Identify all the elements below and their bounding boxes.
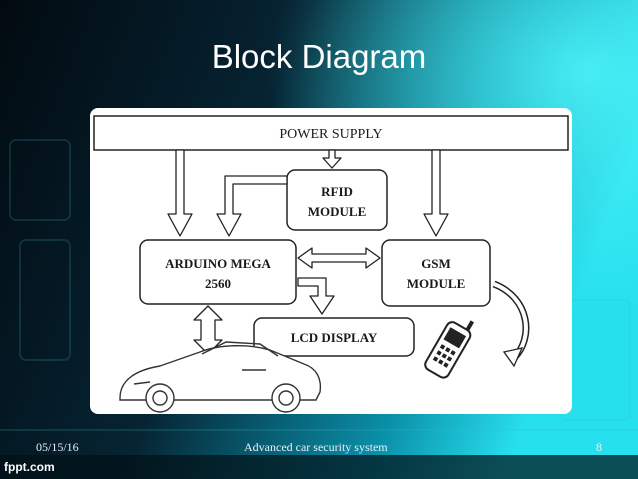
gsm-label-line1: GSM: [421, 256, 451, 271]
gsm-module-box: [381, 239, 491, 307]
brand-logo: fppt.com: [4, 460, 55, 474]
block-diagram: POWER SUPPLY RFID MODULE ARDUINO MEGA 25…: [93, 115, 569, 413]
phone-icon: [424, 320, 475, 379]
lcd-label: LCD DISPLAY: [291, 330, 378, 345]
arrow-arduino-gsm: [297, 247, 381, 269]
arrow-rfid-to-arduino: [216, 175, 288, 237]
rfid-label-line2: MODULE: [308, 204, 367, 219]
gsm-label-line2: MODULE: [407, 276, 466, 291]
lcd-display-box: [253, 317, 415, 357]
arrow-arduino-to-lcd: [297, 277, 335, 315]
rfid-module-box: [286, 169, 388, 231]
diagram-panel: POWER SUPPLY RFID MODULE ARDUINO MEGA 25…: [90, 108, 572, 414]
arduino-label-line2: 2560: [205, 276, 231, 291]
car-illustration: [119, 341, 322, 413]
arduino-label-line1: ARDUINO MEGA: [165, 256, 271, 271]
slide-title: Block Diagram: [211, 38, 427, 75]
arduino-box: [139, 239, 297, 305]
arrow-power-to-gsm: [423, 149, 449, 237]
footer-date: 05/15/16: [36, 440, 79, 454]
arrow-power-to-rfid: [322, 149, 342, 169]
rfid-label-line1: RFID: [321, 184, 353, 199]
arrow-power-to-arduino: [167, 149, 193, 237]
footer-page-number: 8: [596, 440, 602, 454]
power-supply-label: POWER SUPPLY: [279, 127, 382, 142]
footer-center-text: Advanced car security system: [244, 440, 388, 454]
